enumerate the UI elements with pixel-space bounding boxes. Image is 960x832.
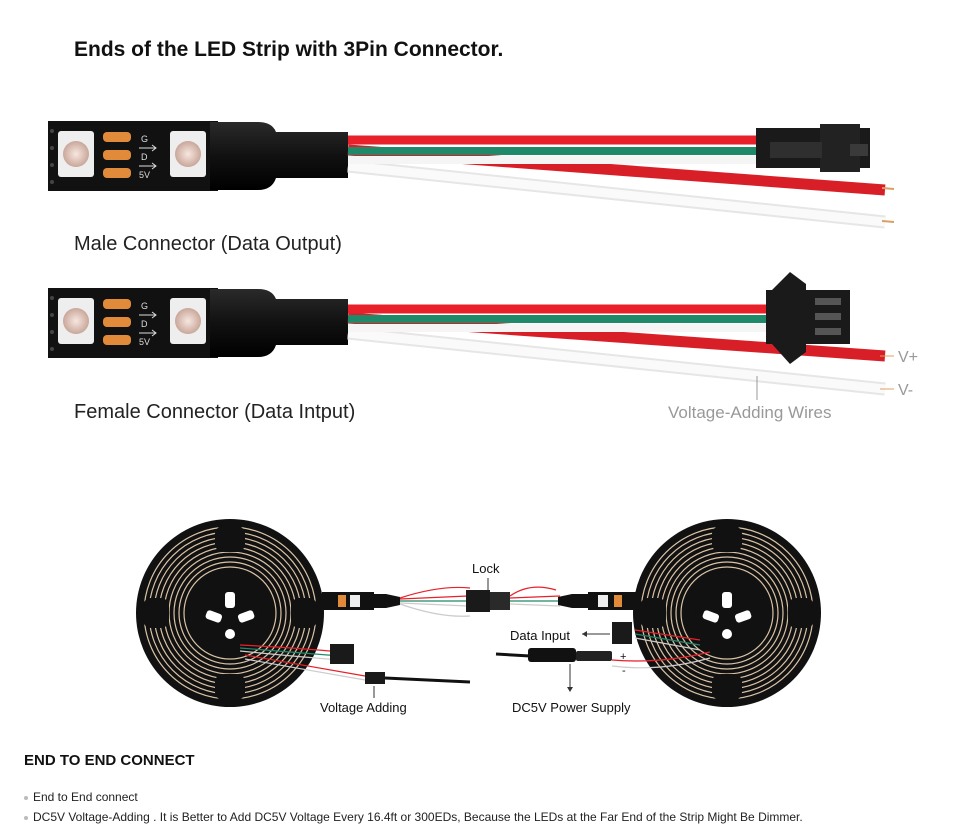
wire-white-long <box>347 161 886 227</box>
led-lens <box>175 308 201 334</box>
pad-label-5v: 5V <box>139 337 150 347</box>
dc-barrel-jack <box>576 651 612 661</box>
pad-label-5v: 5V <box>139 170 150 180</box>
page-title: Ends of the LED Strip with 3Pin Connecto… <box>74 38 504 61</box>
heat-shrink-sleeve <box>558 594 588 608</box>
heat-shrink-sleeve <box>210 289 348 357</box>
minus-sign: - <box>622 665 626 677</box>
end-to-end-diagram: Lock Voltage Adding <box>136 519 821 715</box>
lock-label: Lock <box>472 561 500 576</box>
pad-label-d: D <box>141 319 148 329</box>
notes-list: End to End connect DC5V Voltage-Adding .… <box>24 787 803 827</box>
lock-female-plug <box>490 592 510 610</box>
voltage-wires-right <box>611 629 711 669</box>
bullet-icon <box>24 795 28 800</box>
solder-pad <box>338 595 346 607</box>
led-lens <box>175 141 201 167</box>
voltage-adding-label: Voltage Adding <box>320 700 407 715</box>
dc-barrel-jack <box>528 648 576 662</box>
plus-sign: + <box>620 651 626 663</box>
power-plug-small <box>365 672 385 684</box>
female-plug-socket <box>815 313 841 320</box>
strip-tail-right <box>588 592 636 610</box>
wire-white-long <box>347 328 886 394</box>
list-item: DC5V Voltage-Adding . It is Better to Ad… <box>24 807 803 827</box>
pad-label-d: D <box>141 152 148 162</box>
note-text: End to End connect <box>33 790 138 804</box>
male-connector-label: Male Connector (Data Output) <box>74 233 342 255</box>
v-plus-label: V+ <box>898 349 918 366</box>
female-connector-label: Female Connector (Data Intput) <box>74 401 356 423</box>
data-arrow-icon <box>139 311 157 319</box>
data-input-plug <box>612 622 632 644</box>
voltage-wires-label: Voltage-Adding Wires <box>668 403 831 422</box>
female-plug-latch <box>772 344 806 364</box>
data-arrow-icon <box>139 162 157 170</box>
power-cable <box>384 676 471 684</box>
female-connector-assembly: G D 5V V+ V- Voltage-Adding Wires <box>48 272 918 422</box>
strip-tail-left <box>322 592 374 610</box>
solder-pad <box>614 595 622 607</box>
bullet-icon <box>24 815 28 820</box>
power-supply-cable <box>495 652 531 658</box>
arrow-left-icon <box>582 631 587 637</box>
heat-shrink-sleeve <box>372 594 400 608</box>
female-plug-latch <box>772 272 806 292</box>
heat-shrink-sleeve <box>210 122 348 190</box>
solder-pad-d <box>103 150 131 160</box>
led-lens <box>63 308 89 334</box>
solder-pad-5v <box>103 335 131 345</box>
note-text: DC5V Voltage-Adding . It is Better to Ad… <box>33 810 803 824</box>
thin-wires-right <box>509 586 561 607</box>
data-input-label: Data Input <box>510 628 570 643</box>
led-reel-left <box>136 519 324 707</box>
lock-male-plug <box>466 590 490 612</box>
strip-dots <box>50 129 54 184</box>
data-arrow-icon <box>139 329 157 337</box>
female-plug-small <box>330 644 354 664</box>
pad-label-g: G <box>141 301 148 311</box>
male-connector-assembly: G D 5V <box>48 121 895 229</box>
female-plug-socket <box>815 328 841 335</box>
wire-tip <box>881 220 895 223</box>
pad-label-g: G <box>141 134 148 144</box>
solder-pad-5v <box>103 168 131 178</box>
male-plug-pin <box>850 144 868 156</box>
solder-pad-d <box>103 317 131 327</box>
strip-dots <box>50 296 54 351</box>
power-supply-label: DC5V Power Supply <box>512 700 631 715</box>
v-minus-label: V- <box>898 382 913 399</box>
data-arrow-icon <box>139 144 157 152</box>
section-heading: END TO END CONNECT <box>24 752 195 769</box>
led-reel-right <box>633 519 821 707</box>
solder-pad-g <box>103 299 131 309</box>
female-plug-socket <box>815 298 841 305</box>
arrow-down-icon <box>567 687 573 692</box>
led-chip <box>350 595 360 607</box>
led-chip <box>598 595 608 607</box>
list-item: End to End connect <box>24 787 803 807</box>
thin-wires-left <box>399 586 471 617</box>
solder-pad-g <box>103 132 131 142</box>
led-lens <box>63 141 89 167</box>
wire-tip <box>881 187 895 190</box>
male-plug-slot <box>770 142 822 158</box>
